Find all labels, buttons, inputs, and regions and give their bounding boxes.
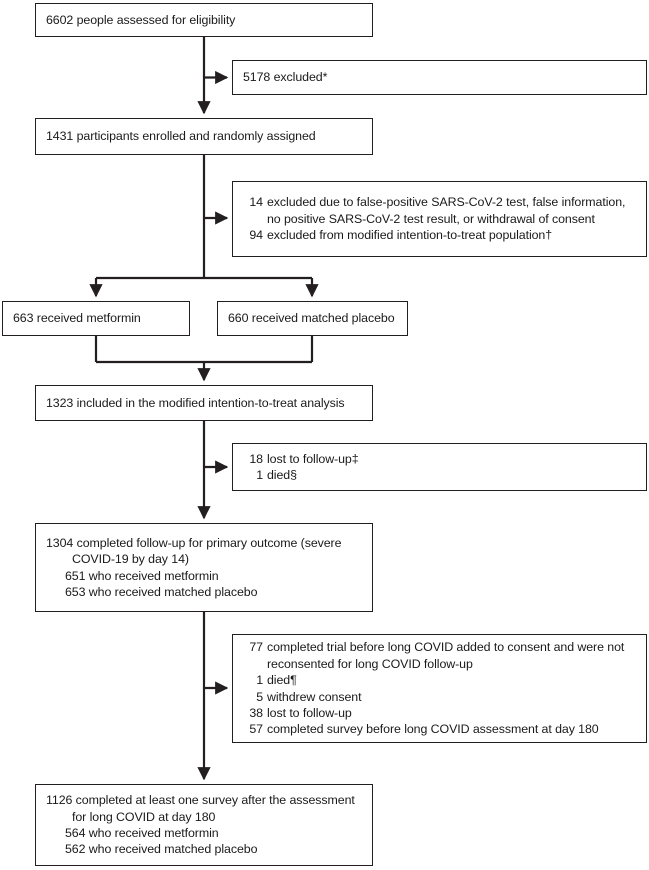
excluded-item-14: 14 excluded due to false-positive SARS-C…	[243, 194, 636, 210]
longcovid-item-5-withdrew-number: 5	[256, 689, 263, 704]
longcovid-item-77-text: completed trial before long COVID added …	[267, 640, 625, 655]
box-completed-primary-outcome: 1304 completed follow-up for primary out…	[35, 523, 373, 612]
longcovid-item-77: 77 completed trial before long COVID add…	[243, 639, 636, 655]
placebo-line-1: 660 received matched placebo	[228, 311, 395, 326]
longcovid-item-57-survey-text: completed survey before long COVID asses…	[267, 722, 599, 737]
box-final-survey-completers-text: 1126 completed at least one survey after…	[36, 792, 372, 858]
excluded-item-94-number: 94	[249, 228, 263, 243]
box-received-placebo-text: 660 received matched placebo	[218, 310, 407, 326]
final-line-4: 562 who received matched placebo	[65, 842, 258, 857]
completed-line-3: 651 who received metformin	[65, 568, 219, 583]
lost-item-1-died-text: died§	[267, 468, 297, 482]
lost-item-1-died: 1 died§	[243, 467, 636, 483]
box-received-metformin-text: 663 received metformin	[3, 310, 189, 326]
lost-item-1-died-number: 1	[256, 468, 263, 482]
final-line-3: 564 who received metformin	[65, 826, 219, 840]
excluded-item-14-text: excluded due to false-positive SARS-CoV-…	[267, 195, 626, 210]
lost-item-18-text: lost to follow-up‡	[267, 451, 359, 466]
longcovid-item-1-died-number: 1	[256, 673, 263, 688]
box-long-covid-exclusions: 77 completed trial before long COVID add…	[232, 634, 647, 743]
box-mitt-analysis: 1323 included in the modified intention-…	[35, 385, 373, 421]
box-completed-primary-outcome-text: 1304 completed follow-up for primary out…	[36, 535, 372, 601]
longcovid-item-57-survey: 57 completed survey before long COVID as…	[243, 721, 636, 737]
longcovid-item-77-number: 77	[249, 640, 263, 655]
lost-item-18: 18 lost to follow-up‡	[243, 451, 636, 467]
box-received-metformin: 663 received metformin	[2, 301, 190, 336]
excluded-screening-line-1: 5178 excluded*	[243, 70, 328, 85]
longcovid-item-77-continuation: reconsented for long COVID follow-up	[267, 656, 473, 671]
longcovid-item-5-withdrew: 5 withdrew consent	[243, 689, 636, 705]
box-lost-to-followup-text: 18 lost to follow-up‡ 1 died§	[233, 451, 646, 484]
box-mitt-analysis-text: 1323 included in the modified intention-…	[36, 395, 372, 411]
box-assessed-for-eligibility: 6602 people assessed for eligibility	[35, 3, 373, 37]
excluded-item-14-continuation: no positive SARS-CoV-2 test result, or w…	[267, 211, 595, 226]
box-long-covid-exclusions-text: 77 completed trial before long COVID add…	[233, 639, 646, 737]
lost-item-18-number: 18	[249, 451, 263, 466]
box-lost-to-followup: 18 lost to follow-up‡ 1 died§	[232, 443, 647, 491]
box-excluded-screening: 5178 excluded*	[232, 60, 647, 95]
completed-line-2: COVID-19 by day 14)	[72, 552, 189, 567]
longcovid-item-38-lost: 38 lost to follow-up	[243, 705, 636, 721]
box-enrolled-text: 1431 participants enrolled and randomly …	[36, 128, 372, 144]
longcovid-item-1-died-text: died¶	[267, 673, 297, 688]
box-excluded-screening-text: 5178 excluded*	[233, 69, 646, 85]
completed-line-4: 653 who received matched placebo	[65, 584, 258, 599]
excluded-item-94: 94 excluded from modified intention-to-t…	[243, 227, 636, 243]
excluded-item-14-number: 14	[249, 195, 263, 210]
assessed-line-1: 6602 people assessed for eligibility	[46, 12, 236, 27]
box-received-placebo: 660 received matched placebo	[217, 301, 408, 336]
metformin-line-1: 663 received metformin	[13, 311, 141, 326]
longcovid-item-1-died: 1 died¶	[243, 672, 636, 688]
longcovid-item-57-survey-number: 57	[249, 722, 263, 737]
completed-line-1: 1304 completed follow-up for primary out…	[46, 535, 342, 550]
enrolled-line-1: 1431 participants enrolled and randomly …	[46, 129, 316, 144]
longcovid-item-5-withdrew-text: withdrew consent	[267, 689, 362, 704]
box-excluded-post-randomisation: 14 excluded due to false-positive SARS-C…	[232, 181, 647, 257]
final-line-2: for long COVID at day 180	[72, 809, 216, 824]
box-enrolled-randomised: 1431 participants enrolled and randomly …	[35, 118, 373, 155]
box-assessed-text: 6602 people assessed for eligibility	[36, 12, 372, 28]
box-excluded-post-randomisation-text: 14 excluded due to false-positive SARS-C…	[233, 194, 646, 243]
final-line-1: 1126 completed at least one survey after…	[46, 793, 355, 808]
box-final-survey-completers: 1126 completed at least one survey after…	[35, 784, 373, 866]
mitt-line-1: 1323 included in the modified intention-…	[46, 395, 345, 410]
longcovid-item-38-lost-number: 38	[249, 705, 263, 720]
longcovid-item-38-lost-text: lost to follow-up	[267, 705, 352, 720]
excluded-item-94-text: excluded from modified intention-to-trea…	[267, 228, 553, 243]
